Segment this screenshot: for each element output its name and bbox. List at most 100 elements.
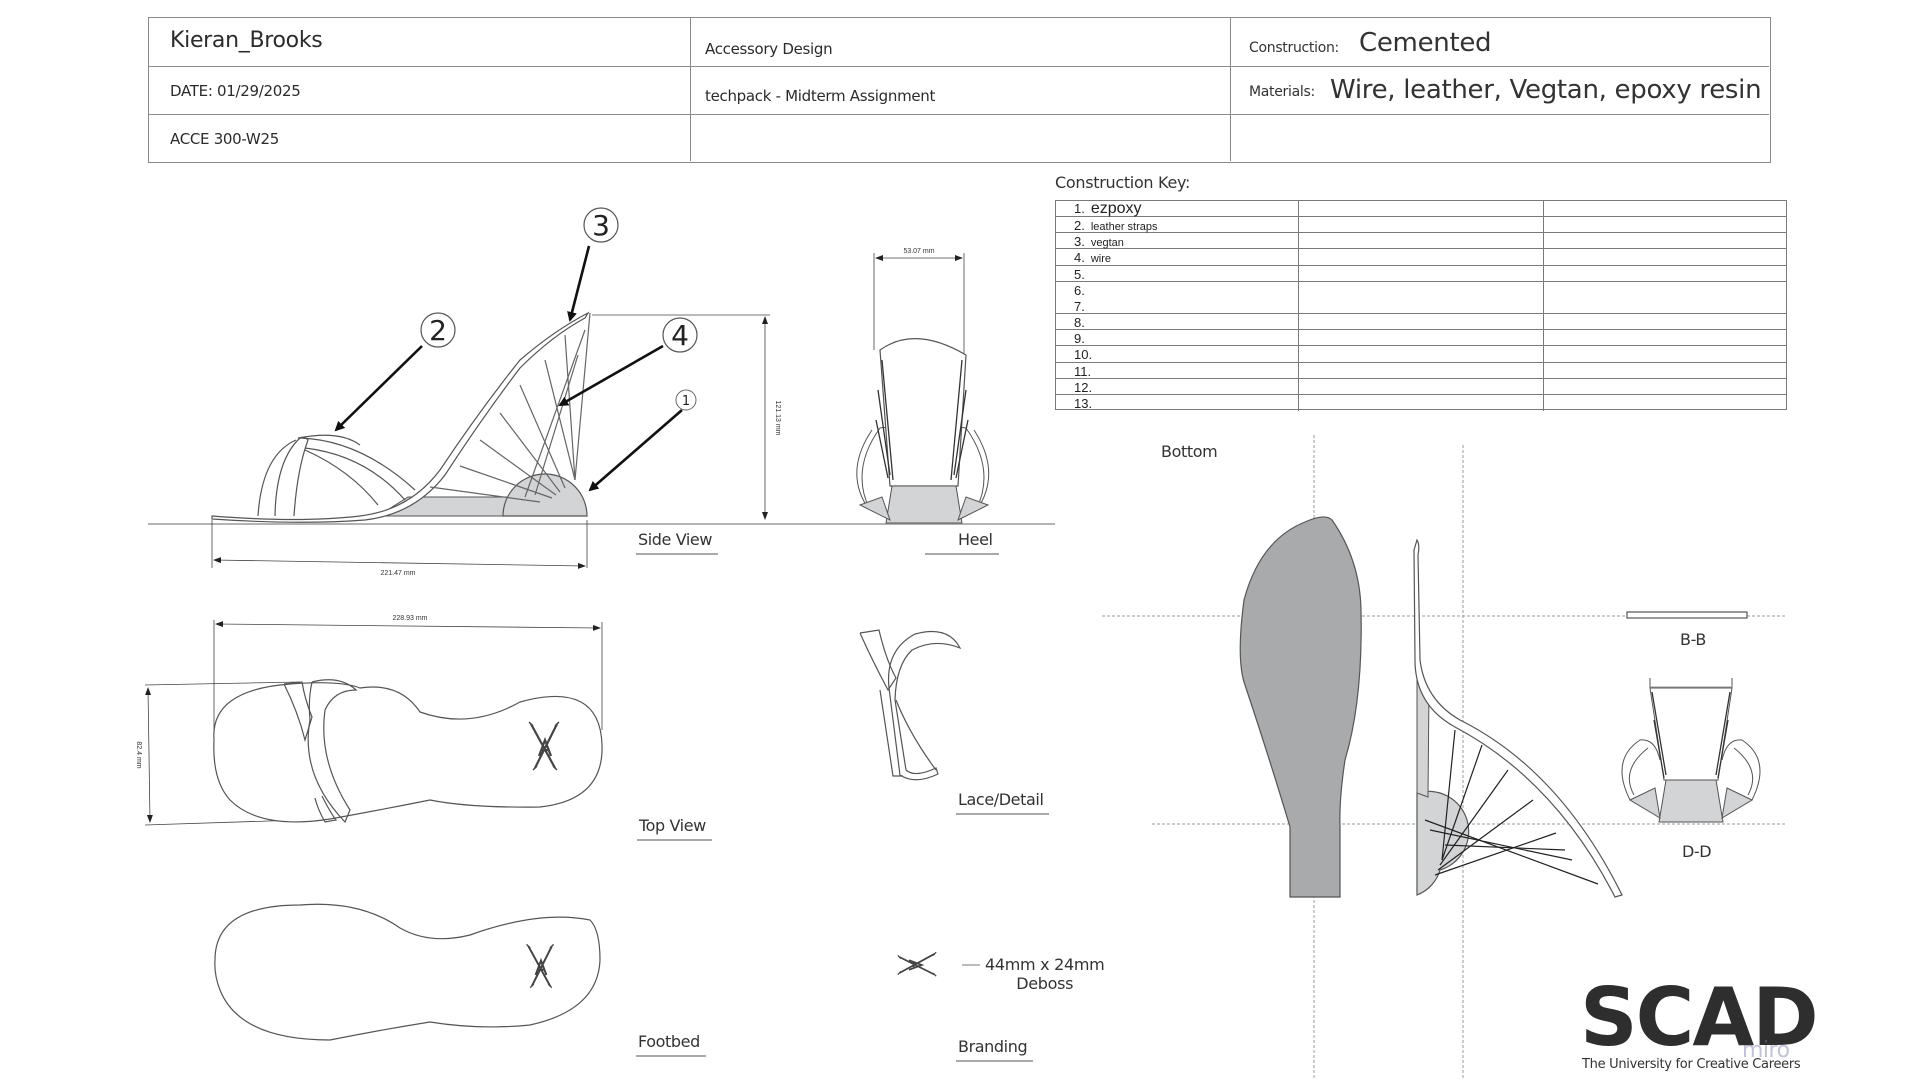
branding-size: 44mm x 24mm [985, 955, 1105, 974]
key-entry: 9. [1074, 331, 1091, 346]
key-entry: 3.vegtan [1074, 234, 1124, 249]
key-cell-divider [1056, 217, 1544, 233]
key-cell-divider [1056, 362, 1544, 378]
callout-4-label: 4 [671, 319, 689, 352]
key-cell-divider [1056, 378, 1299, 394]
key-row: 11. [1056, 362, 1786, 379]
cell-project: techpack - Midterm Assignment [691, 67, 1231, 115]
cell-materials: Materials: Wire, leather, Vegtan, epoxy … [1231, 67, 1769, 115]
key-cell-divider [1056, 314, 1299, 330]
key-entry-number: 12. [1074, 379, 1093, 395]
key-cell-divider [1056, 362, 1299, 378]
key-entry: 12. [1074, 380, 1098, 395]
key-cell-divider [1056, 281, 1544, 314]
top-length-dimension: 228.93 mm [392, 615, 427, 622]
callout-4-circle [662, 317, 698, 353]
callout-1-label: 1 [682, 394, 690, 409]
cell-empty-mid [691, 115, 1231, 161]
wire-fan [429, 312, 591, 503]
key-cell-divider [1056, 265, 1299, 281]
scad-tagline: The University for Creative Careers [1582, 1057, 1801, 1072]
side-height-dimension: 121.13 mm [774, 400, 781, 435]
footbed-outline [214, 903, 601, 1041]
key-row: 9. [1056, 330, 1786, 347]
key-entry: 10. [1074, 347, 1098, 362]
outsole-silhouette [1239, 516, 1362, 898]
key-row: 3.vegtan [1056, 233, 1786, 250]
label-lace-detail: Lace/Detail [956, 790, 1050, 815]
miro-watermark: miro [1742, 1038, 1790, 1063]
side-dimensions [211, 314, 770, 569]
key-row: 1. ezpoxy [1056, 200, 1786, 218]
key-entry-text: ezpoxy [1090, 200, 1142, 217]
side-view-drawing: 2 3 4 1 221.47 mm 121.13 mm [148, 207, 1055, 577]
cell-course: ACCE 300-W25 [149, 115, 691, 161]
top-width-dimension: 82.4 mm [135, 741, 142, 768]
key-row: 13. [1056, 394, 1786, 411]
cell-department: Accessory Design [691, 18, 1231, 67]
construction-key-title: Construction Key: [1055, 173, 1191, 192]
key-entry-number: 7. [1074, 298, 1085, 314]
materials-value: Wire, leather, Vegtan, epoxy resin [1330, 75, 1762, 105]
key-cell-divider [1056, 346, 1544, 362]
construction-value: Cemented [1359, 28, 1492, 58]
key-row: 10. [1056, 346, 1786, 363]
heel-view-drawing: 53.07 mm [856, 248, 990, 524]
section-heel-dome [1416, 790, 1470, 896]
date-text: DATE: 01/29/2025 [170, 82, 301, 100]
key-entry: 2.leather straps [1074, 218, 1158, 233]
key-entry: 11. [1074, 364, 1097, 379]
key-entry-number: 8. [1074, 315, 1085, 331]
key-cell-divider [1056, 265, 1544, 281]
key-cell-divider [1056, 394, 1544, 411]
callout-3-circle [583, 207, 619, 243]
callout-2-circle [420, 312, 456, 348]
scad-logo: SCAD [1580, 971, 1819, 1064]
key-entry-text: vegtan [1090, 237, 1124, 250]
course-code: ACCE 300-W25 [170, 130, 279, 148]
key-entry-number: 11. [1074, 363, 1092, 379]
key-entry-number: 13. [1074, 395, 1093, 411]
key-cell-divider [1056, 233, 1299, 249]
key-entry: 6. [1074, 283, 1091, 298]
key-entry-number: 6. [1074, 282, 1085, 298]
key-entry-text: wire [1090, 253, 1112, 266]
section-shank [1413, 538, 1623, 898]
key-entry-number: 1. [1074, 201, 1085, 216]
key-cell-divider [1056, 330, 1299, 346]
key-cell-divider [1056, 201, 1299, 217]
label-heel: Heel [925, 530, 999, 555]
key-entry: 1. ezpoxy [1074, 200, 1142, 218]
label-bottom: Bottom [1161, 442, 1218, 461]
key-cell-divider [1056, 394, 1299, 411]
key-cell-divider [1056, 281, 1299, 314]
callout-arrows [334, 245, 683, 492]
cell-date: DATE: 01/29/2025 [149, 67, 691, 115]
section-d-drawing [1621, 678, 1761, 823]
key-row: 6.7. [1056, 281, 1786, 315]
callout-1-circle [675, 389, 697, 411]
designer-name: Kieran_Brooks [170, 28, 323, 53]
label-section-d: D-D [1682, 842, 1712, 861]
bottom-view-drawing [1102, 435, 1787, 1080]
heel-width-dimension: 53.07 mm [903, 248, 934, 255]
key-cell-divider [1056, 201, 1544, 217]
toe-straps [257, 434, 416, 517]
callout-3-label: 3 [592, 209, 610, 242]
key-entry-text: leather straps [1090, 221, 1158, 234]
lace-detail-drawing [859, 629, 962, 781]
top-view-drawing: 228.93 mm 82.4 mm [135, 615, 603, 826]
key-entry-number: 10. [1074, 347, 1093, 363]
key-cell-divider [1056, 330, 1544, 346]
key-cell-divider [1056, 314, 1544, 330]
construction-label: Construction: [1249, 40, 1339, 56]
key-cell-divider [1056, 346, 1299, 362]
branding-monogram [896, 951, 938, 978]
label-section-b: B-B [1680, 630, 1706, 649]
key-cell-divider [1056, 378, 1544, 394]
key-entry: 5. [1074, 267, 1091, 282]
key-cell-divider [1056, 233, 1544, 249]
key-entry: 13. [1074, 396, 1098, 411]
heel-dimension-lines [873, 253, 965, 360]
